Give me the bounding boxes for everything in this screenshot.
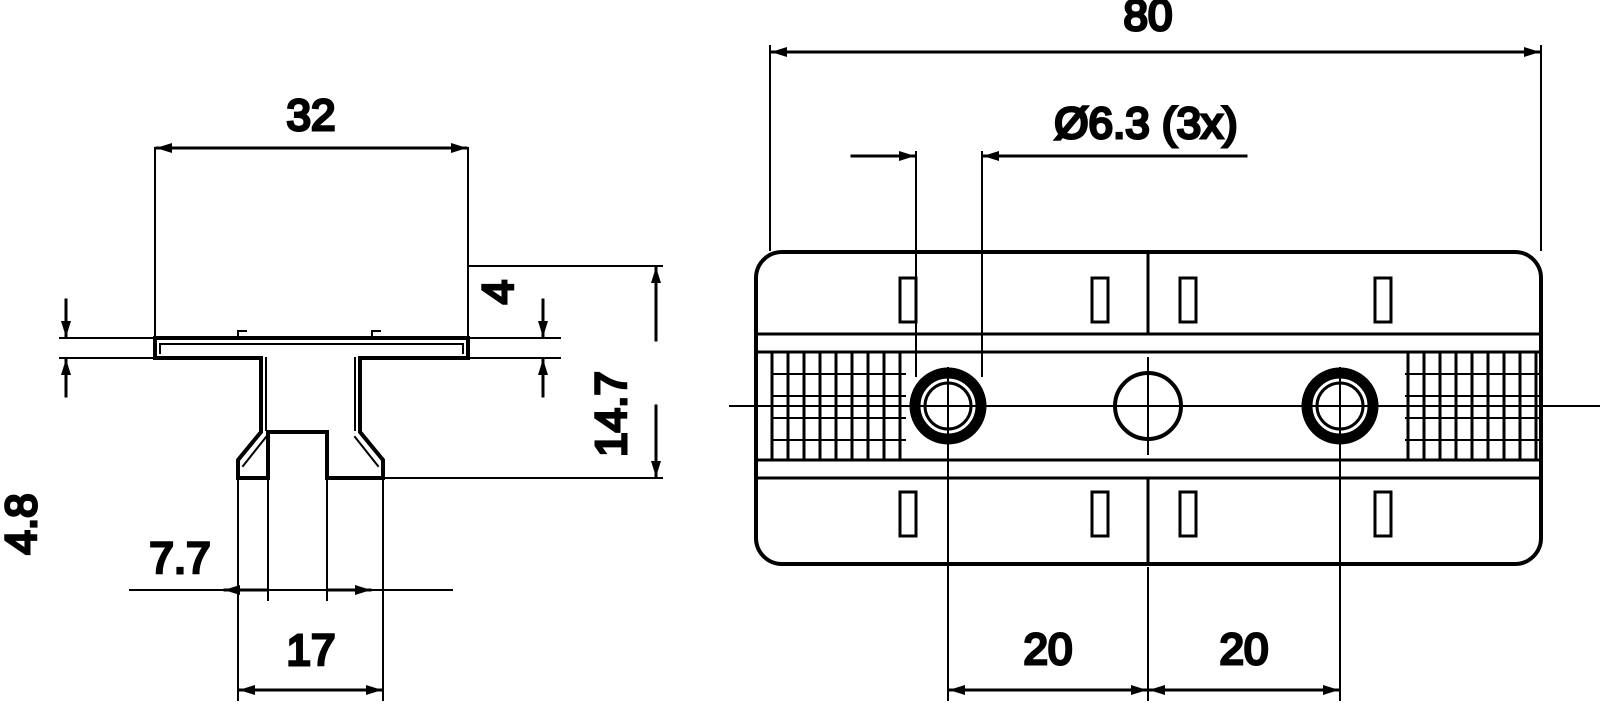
dimension-hole-diameter (850, 151, 1248, 377)
dimension-label-hole-diameter: Ø6.3 (3x) (1054, 99, 1237, 148)
dimension-20-left (947, 445, 1149, 701)
plan-view-plate (729, 250, 1600, 566)
dimension-17 (237, 479, 384, 701)
dimension-label-4-8: 4.8 (0, 493, 46, 554)
dimension-label-17: 17 (287, 626, 336, 675)
dimension-label-32: 32 (287, 91, 336, 140)
dimension-4-8 (59, 298, 154, 398)
dimension-14-7 (384, 265, 663, 479)
dimension-80 (769, 45, 1542, 251)
dimension-label-20-right: 20 (1220, 625, 1269, 674)
dimension-label-7-7: 7.7 (149, 534, 210, 583)
dimension-label-20-left: 20 (1024, 625, 1073, 674)
dimension-4 (469, 298, 561, 398)
cross-section-profile (153, 330, 470, 480)
dimension-label-80: 80 (1124, 0, 1173, 40)
dimension-20-right (1148, 445, 1341, 701)
dimension-label-14-7: 14.7 (587, 371, 636, 457)
dimension-label-4: 4 (474, 280, 523, 304)
dimension-32 (154, 143, 469, 337)
dimension-7-7 (129, 479, 453, 601)
